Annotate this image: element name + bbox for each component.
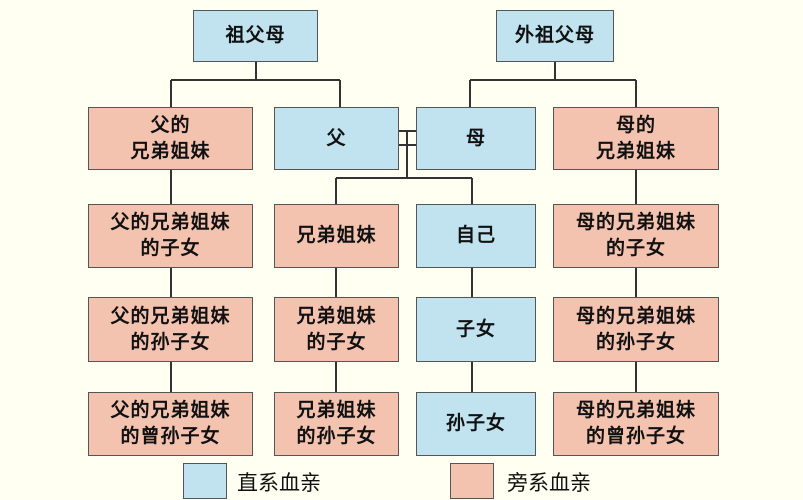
node-mother-siblings-great-grandchildren: 母的兄弟姐妹 的曾孙子女: [553, 392, 719, 456]
node-children: 子女: [416, 297, 536, 362]
node-siblings-children: 兄弟姐妹 的子女: [274, 297, 399, 362]
node-father-siblings-children: 父的兄弟姐妹 的子女: [88, 204, 253, 268]
legend-label-collateral: 旁系血亲: [507, 471, 591, 495]
node-maternal-grandparents: 外祖父母: [496, 10, 614, 62]
node-father-siblings-great-grandchildren: 父的兄弟姐妹 的曾孙子女: [88, 392, 253, 456]
legend-label-direct: 直系血亲: [237, 471, 321, 495]
node-father-siblings-grandchildren: 父的兄弟姐妹 的孙子女: [88, 297, 253, 362]
node-siblings-grandchildren: 兄弟姐妹 的孙子女: [274, 392, 399, 456]
node-mother-siblings-grandchildren: 母的兄弟姐妹 的孙子女: [553, 297, 719, 362]
node-mother: 母: [416, 107, 536, 170]
node-siblings: 兄弟姐妹: [274, 204, 399, 268]
node-mother-siblings: 母的 兄弟姐妹: [553, 107, 719, 170]
node-paternal-grandparents: 祖父母: [193, 10, 318, 62]
node-father-siblings: 父的 兄弟姐妹: [88, 107, 253, 170]
node-mother-siblings-children: 母的兄弟姐妹 的子女: [553, 204, 719, 268]
node-grandchildren: 孙子女: [416, 392, 536, 456]
node-father: 父: [274, 107, 399, 170]
node-self: 自己: [416, 204, 536, 268]
legend-swatch-direct: [183, 463, 227, 499]
legend-swatch-collateral: [450, 463, 494, 499]
